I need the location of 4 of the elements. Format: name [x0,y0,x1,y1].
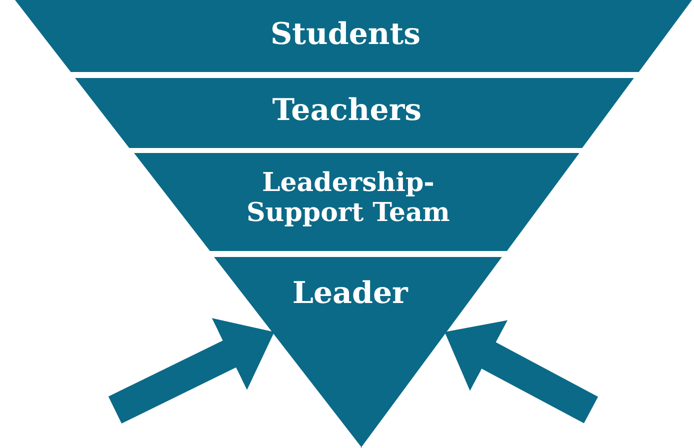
band-label: Leader [291,277,410,312]
band-label: Teachers [271,94,423,128]
band-label: Students [270,18,422,52]
band-label: Leadership- Support Team [246,169,451,229]
